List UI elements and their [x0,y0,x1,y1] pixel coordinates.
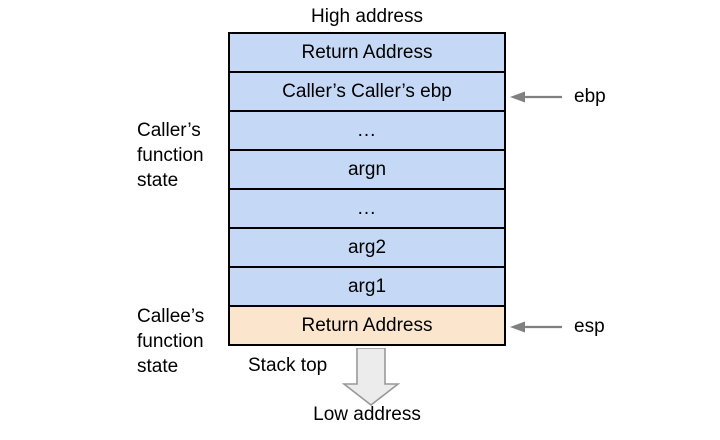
low-address-label: Low address [313,404,421,425]
stack-cell-arg1: arg1 [228,266,506,307]
stack-cell-return-address-caller: Return Address [228,32,506,73]
esp-pointer: esp [510,316,605,337]
left-arrow-icon [510,321,562,333]
stack-top-label: Stack top [248,355,328,376]
table-row: argn [228,149,506,190]
stack-cell-argn: argn [228,149,506,190]
ebp-label: ebp [574,86,606,107]
table-row: Caller’s Caller’s ebp [228,71,506,112]
esp-label: esp [574,316,605,337]
stack-cell-ellipsis-lower: ... [228,188,506,229]
high-address-label: High address [311,6,423,27]
left-arrow-icon [510,91,562,103]
stack-cell-callers-callers-ebp: Caller’s Caller’s ebp [228,71,506,112]
table-row: ... [228,188,506,229]
table-row: ... [228,110,506,151]
caller-function-state-label: Caller’s function state [137,120,204,191]
table-row: Return Address [228,32,506,73]
callee-function-state-label: Callee’s function state [137,306,205,377]
stack-cell-arg2: arg2 [228,227,506,268]
table-row: arg2 [228,227,506,268]
stack-cell-return-address-callee: Return Address [228,305,506,346]
ebp-pointer: ebp [510,86,606,107]
table-row: arg1 [228,266,506,307]
stack-cell-ellipsis-upper: ... [228,110,506,151]
table-row: Return Address [228,305,506,346]
stack-memory-table: Return Address Caller’s Caller’s ebp ...… [228,32,506,346]
down-arrow-icon [342,348,400,406]
